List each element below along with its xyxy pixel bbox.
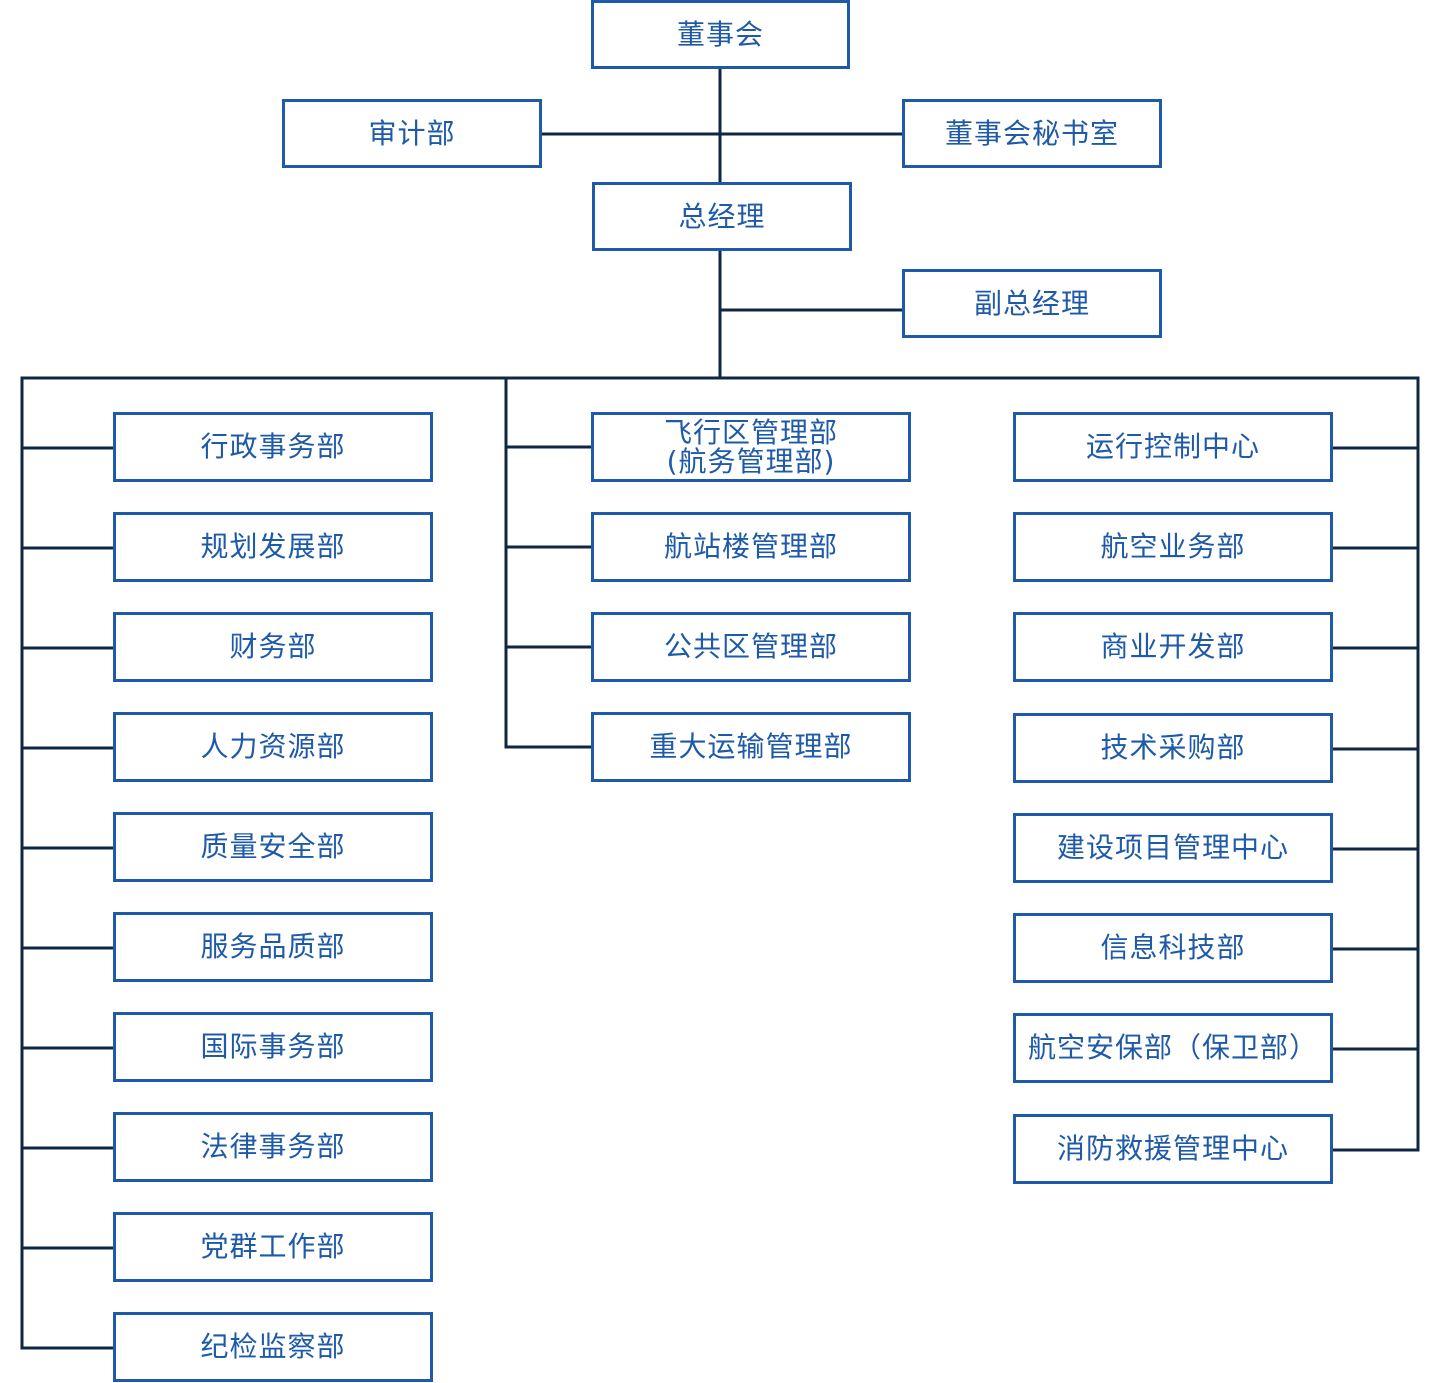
department-box: 运行控制中心 bbox=[1013, 412, 1333, 482]
department-box: 服务品质部 bbox=[113, 912, 433, 982]
department-box: 商业开发部 bbox=[1013, 612, 1333, 682]
department-label: 技术采购部 bbox=[1100, 731, 1246, 764]
department-label: 行政事务部 bbox=[200, 430, 346, 463]
department-box: 航空业务部 bbox=[1013, 512, 1333, 582]
department-box: 国际事务部 bbox=[113, 1012, 433, 1082]
department-label: 国际事务部 bbox=[200, 1030, 346, 1063]
department-label: 公共区管理部 bbox=[663, 630, 838, 663]
department-label: 纪检监察部 bbox=[200, 1330, 346, 1363]
airfield-management-box: 飞行区管理部 (航务管理部) bbox=[591, 412, 911, 482]
department-box: 航空安保部（保卫部） bbox=[1013, 1013, 1333, 1083]
department-label: 党群工作部 bbox=[200, 1230, 346, 1263]
general-manager-label: 总经理 bbox=[678, 199, 766, 233]
department-box: 航站楼管理部 bbox=[591, 512, 911, 582]
department-box: 规划发展部 bbox=[113, 512, 433, 582]
deputy-general-manager-box: 副总经理 bbox=[902, 269, 1162, 338]
department-label: 人力资源部 bbox=[200, 730, 346, 763]
department-box: 消防救援管理中心 bbox=[1013, 1114, 1333, 1184]
department-label: 建设项目管理中心 bbox=[1056, 831, 1289, 864]
department-label: 航站楼管理部 bbox=[663, 530, 838, 563]
department-label: 商业开发部 bbox=[1100, 630, 1246, 663]
department-label: 规划发展部 bbox=[200, 530, 346, 563]
airfield-management-label: 飞行区管理部 bbox=[663, 416, 838, 449]
board-label: 董事会 bbox=[676, 17, 764, 51]
department-box: 行政事务部 bbox=[113, 412, 433, 482]
department-label: 质量安全部 bbox=[200, 830, 346, 863]
deputy-general-manager-label: 副总经理 bbox=[973, 286, 1090, 320]
department-box: 建设项目管理中心 bbox=[1013, 813, 1333, 883]
department-box: 人力资源部 bbox=[113, 712, 433, 782]
department-label: 法律事务部 bbox=[200, 1130, 346, 1163]
department-box: 质量安全部 bbox=[113, 812, 433, 882]
department-box: 重大运输管理部 bbox=[591, 712, 911, 782]
airfield-management-sublabel: (航务管理部) bbox=[666, 445, 836, 478]
department-label: 服务品质部 bbox=[200, 930, 346, 963]
department-label: 信息科技部 bbox=[1100, 931, 1246, 964]
department-label: 航空业务部 bbox=[1100, 530, 1246, 563]
department-box: 信息科技部 bbox=[1013, 913, 1333, 983]
department-box: 公共区管理部 bbox=[591, 612, 911, 682]
department-box: 法律事务部 bbox=[113, 1112, 433, 1182]
department-label: 重大运输管理部 bbox=[649, 730, 853, 763]
department-box: 财务部 bbox=[113, 612, 433, 682]
board-box: 董事会 bbox=[591, 0, 850, 69]
department-box: 技术采购部 bbox=[1013, 713, 1333, 783]
department-label: 航空安保部（保卫部） bbox=[1027, 1031, 1318, 1064]
department-box: 党群工作部 bbox=[113, 1212, 433, 1282]
department-label: 财务部 bbox=[229, 630, 317, 663]
department-label: 运行控制中心 bbox=[1085, 430, 1260, 463]
audit-department-label: 审计部 bbox=[368, 116, 456, 150]
audit-department-box: 审计部 bbox=[282, 99, 542, 168]
board-secretary-label: 董事会秘书室 bbox=[944, 116, 1119, 150]
general-manager-box: 总经理 bbox=[592, 182, 852, 251]
board-secretary-box: 董事会秘书室 bbox=[902, 99, 1162, 168]
department-box: 纪检监察部 bbox=[113, 1312, 433, 1382]
department-label: 消防救援管理中心 bbox=[1056, 1132, 1289, 1165]
